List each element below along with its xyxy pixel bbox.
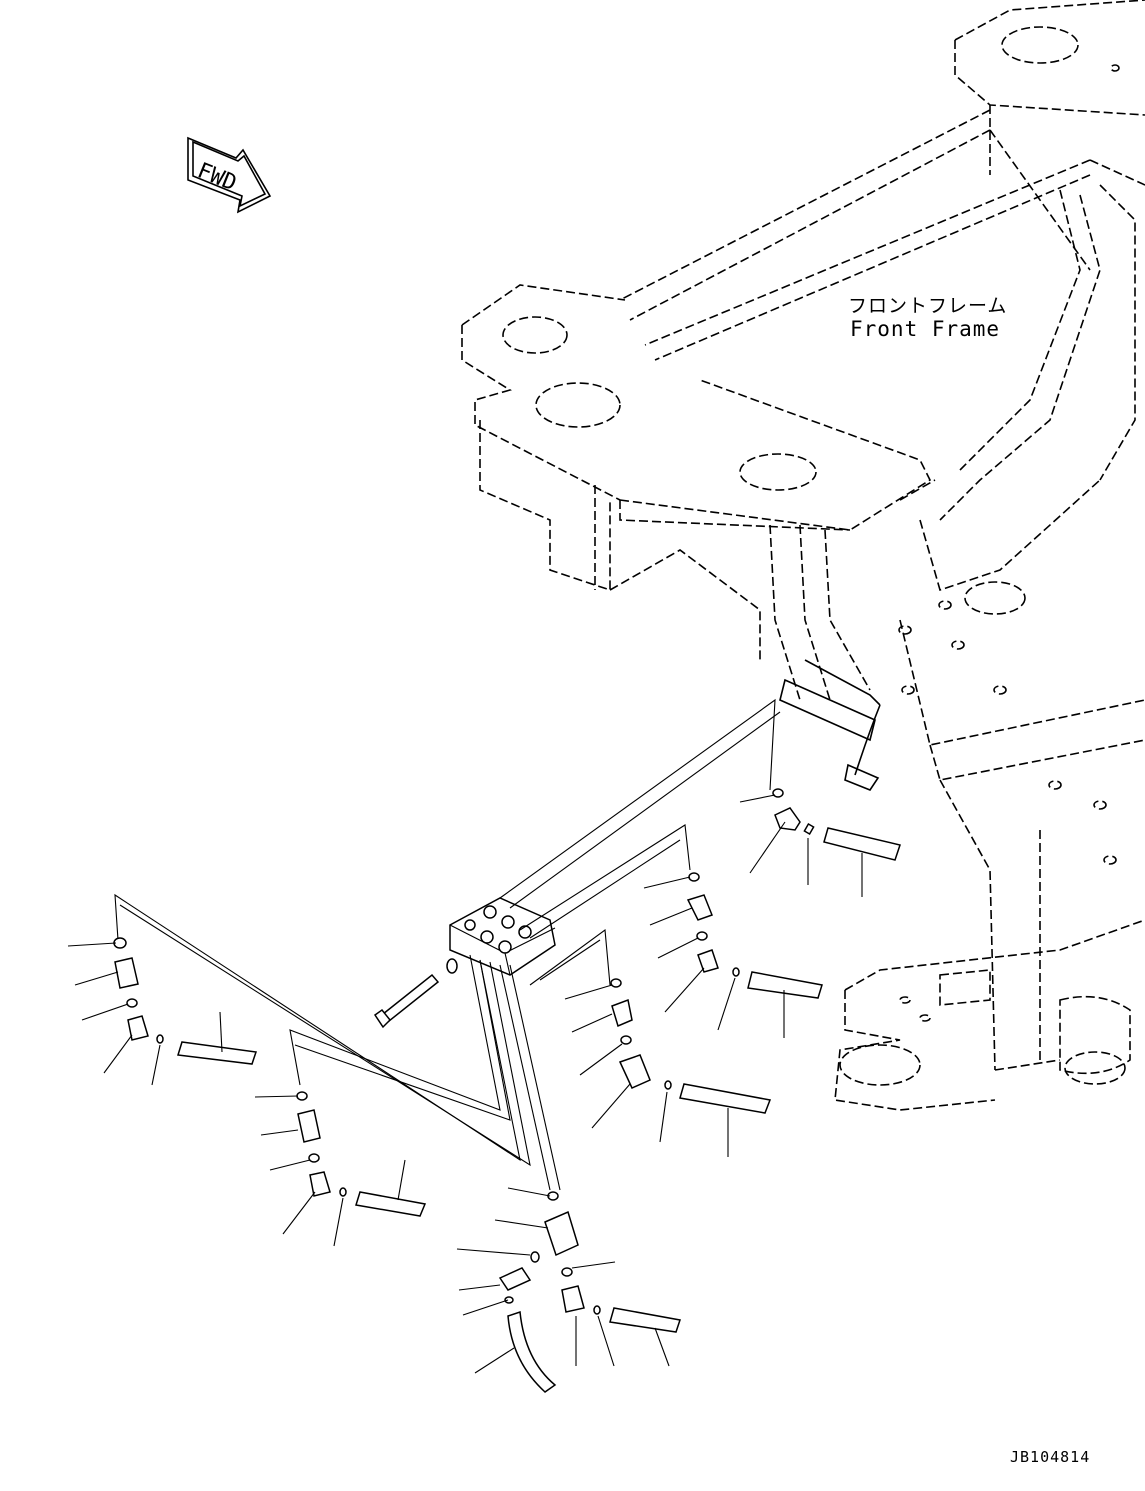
front-frame (461, 0, 1145, 1111)
fitting-group-2 (643, 872, 823, 1038)
fwd-arrow-icon: FWD (187, 136, 272, 214)
fitting-group-5 (254, 1091, 427, 1247)
distribution-block (449, 897, 556, 976)
bolt (373, 958, 458, 1029)
frame-fitting (779, 659, 881, 791)
fitting-group-1 (739, 788, 901, 897)
fwd-label: FWD (194, 158, 240, 196)
fitting-group-6 (456, 1187, 681, 1393)
drawing-number: JB104814 (1010, 1448, 1090, 1466)
fitting-group-4 (67, 937, 257, 1086)
fitting-group-3 (564, 978, 772, 1157)
frame-name-jp: フロントフレーム (848, 295, 1007, 317)
frame-name-en: Front Frame (850, 317, 1000, 341)
tubes (114, 698, 781, 1191)
